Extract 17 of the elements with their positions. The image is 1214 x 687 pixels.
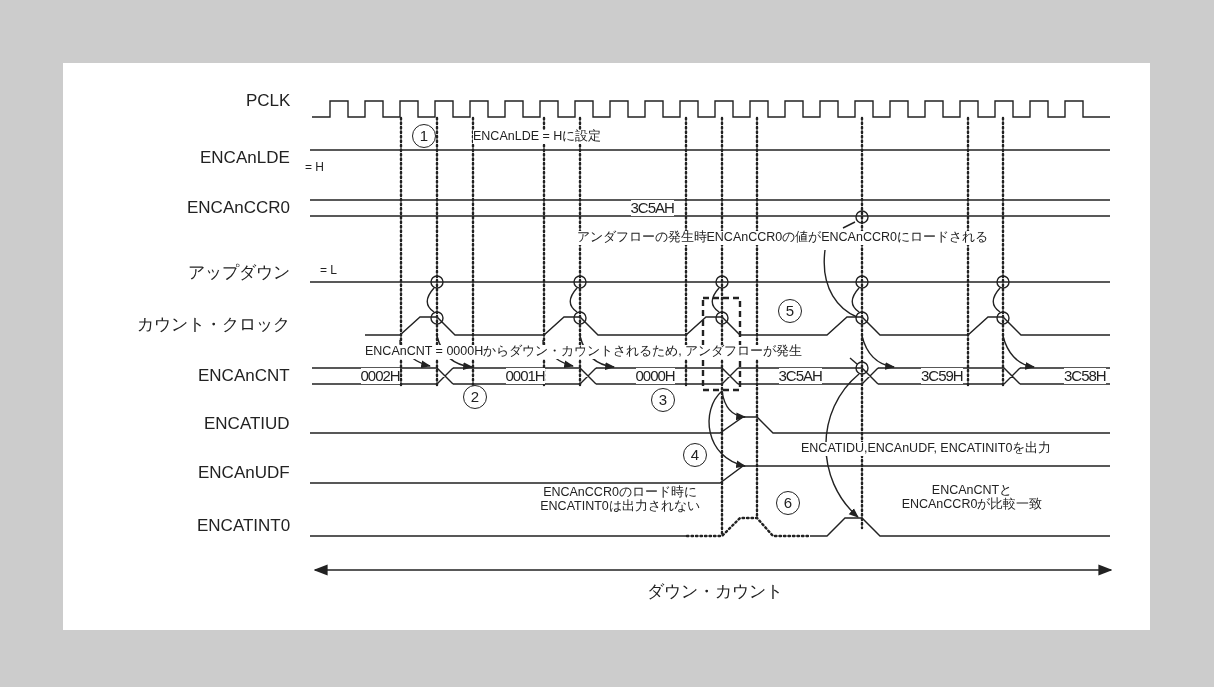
signal-name: ENCATIUD	[204, 414, 290, 434]
level-note: = L	[320, 263, 337, 277]
signal-name: ENCAnCNT	[198, 366, 290, 386]
annotation-text: ENCATIDU,ENCAnUDF, ENCATINIT0を出力	[801, 442, 1052, 456]
signal-name: ENCATINT0	[197, 516, 291, 536]
annotation-text: アンダフローの発生時ENCAnCCR0の値がENCAnCCR0にロードされる	[576, 231, 988, 245]
signal-name: アップダウン	[188, 263, 290, 283]
annotation-text: ENCAnCNTとENCAnCCR0が比較一致	[899, 484, 1045, 512]
annotation-text: ENCAnLDE = Hに設定	[473, 130, 602, 144]
annotation-text: ENCAnCNT = 0000Hからダウン・カウントされるため, アンダフローが発生	[365, 345, 803, 359]
signal-name: ENCAnLDE	[200, 148, 290, 168]
signal-name: PCLK	[246, 91, 291, 111]
signal-name: ENCAnUDF	[198, 463, 290, 483]
signal-name: カウント・クロック	[137, 315, 290, 335]
signal-name: ENCAnCCR0	[187, 198, 290, 218]
axis-label: ダウン・カウント	[647, 582, 783, 602]
level-note: = H	[305, 160, 324, 174]
